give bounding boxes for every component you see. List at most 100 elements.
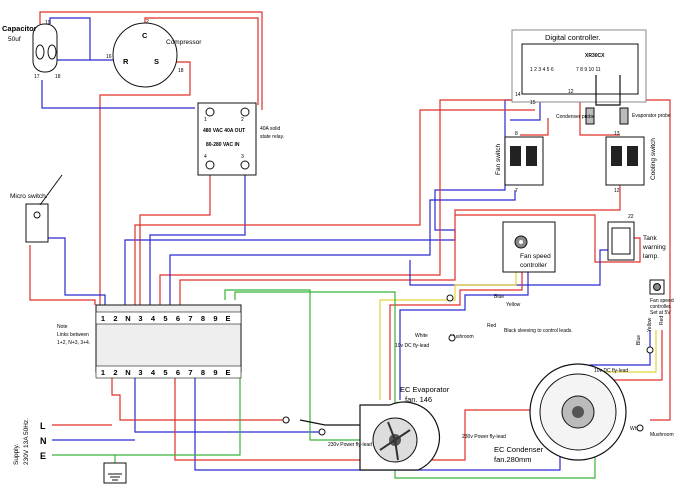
fan-speed-label1: Fan speed [520,253,551,260]
supply-l: L [40,421,46,431]
controller-pins: 1 2 3 4 5 6 [530,67,554,73]
evap-title2: fan. 146 [405,395,432,404]
wire-capacitor-to-top [39,11,263,110]
fan-switch-label: Fan switch [495,144,502,175]
evap-flylead: 230v Power fly-lead [328,442,372,448]
cond-blue: Blue [636,335,642,345]
fan-speed-small-label3: Set at 5V [650,310,671,316]
terminal-label: 9 [213,368,217,377]
wire-s-red [99,61,191,305]
digital-controller: Digital controller. XR30CX 1 2 3 4 5 6 7… [511,29,671,125]
terminal-label: 1 [101,368,105,377]
wire-controller-red [159,99,520,305]
capacitor-t1: 19 [45,20,51,26]
condenser-probe-label: Condenser probe [556,114,595,120]
evap-title1: EC Evaporator [400,385,450,394]
ssr-n3: 3 [241,154,244,160]
compressor-title: Compressor [166,39,202,46]
fan-switch-n7: 7 [515,188,518,194]
wire-ssr-3 [139,175,211,305]
ssr-line1: 480 VAC 40A OUT [203,128,245,134]
evap-white: White [415,333,428,339]
tank-lamp-label2: warning [642,244,666,251]
wire-ssr-4 [149,172,246,305]
supply-n: N [40,436,47,446]
fan-speed-small-label2: controller. [650,304,672,310]
evap-dc: 10v DC fly-lead [395,343,429,349]
wire-cap-bottom [41,80,195,109]
terminal-label: N [125,314,130,323]
wire-cap-to-r [51,59,120,62]
cond-yellow: Yellow [647,317,653,332]
wire-micro-blue [48,237,106,305]
tank-lamp-label1: Tank [643,235,657,242]
controller-title: Digital controller. [545,33,600,42]
note-line3: 1+2, N+3, 3+4. [57,340,90,346]
cooling-switch-n13: 13 [614,131,620,137]
wire-blue-controller [124,99,518,305]
evap-red: Red [487,323,496,329]
cond-white: White [630,426,643,432]
wire-tank-lamp [455,214,641,263]
wire-compressor-c [144,17,259,105]
wire-tank-lamp-blue [409,249,608,286]
wire-cond-earth [234,291,596,479]
terminal-label: E [225,314,230,323]
wire-evap-earth [224,289,360,441]
ec-condenser-fan: EC Condenser fan.280mm 230v Power fly-le… [462,316,674,464]
wire-cond-red [174,372,530,461]
micro-switch-label: Micro switch. [10,193,48,200]
fan-speed-label2: controller [520,262,548,269]
wire-cool-switch-top [579,100,620,136]
ssr-line2: 80-280 VAC IN [206,142,240,148]
cond-dc: 10v DC fly-lead [594,368,628,374]
cond-mushroom: Mushroom [650,432,674,438]
tank-lamp-n22: 22 [628,214,634,220]
compressor-n-c: 2 [146,19,149,25]
fan-speed-controller-small: Fan speed controller. Set at 5V [649,279,674,316]
wire-fsc-blue [399,262,529,400]
terminal-label: 3 [138,368,142,377]
supply: Supply. 230V 13A 50Hz. L N E [13,418,127,484]
wire-red-controller [134,109,535,305]
compressor-n-r: 16 [106,54,112,60]
note-line1: Note [57,324,68,330]
wire-cool-switch-bottom [179,185,621,305]
supply-label2: 230V 13A 50Hz. [23,418,30,465]
cooling-switch: Cooling switch 13 12 [605,131,657,194]
ssr-note1: 40A solid [260,126,281,132]
earth-box [103,462,127,484]
solid-state-relay: 1 2 4 3 480 VAC 40A OUT 80-280 VAC IN 40… [197,102,284,176]
wire-evap-black [299,419,365,426]
evap-black-note: Black sleeving to control leads. [504,328,573,334]
fan-speed-small-label1: Fan speed [650,298,674,304]
wire-evap-red [111,372,290,421]
terminal-label: 8 [201,368,205,377]
terminal-label: E [225,368,230,377]
fan-speed-controller: Fan speed controller [502,221,556,273]
terminal-label: 4 [151,314,156,323]
capacitor-value: 50uf [8,36,21,43]
cooling-switch-label: Cooling switch [650,138,657,180]
terminal-label: 6 [176,368,180,377]
fan-switch-n8: 8 [515,131,518,137]
terminal-label: 7 [188,368,192,377]
wire-cap-blue [49,17,91,60]
wire-right-red [636,99,671,421]
supply-label1: Supply. [13,444,20,465]
terminal-label: 3 [138,314,142,323]
terminal-label: 8 [201,314,205,323]
compressor-n-s: 18 [178,68,184,74]
micro-switch: Micro switch. [10,174,63,243]
capacitor-title: Capacitor [2,24,37,33]
terminal-label: 1 [101,314,105,323]
terminal-label: N [125,368,130,377]
tank-lamp-label3: lamp. [643,253,659,260]
probe-wire [595,75,621,106]
controller-w12: 12 [568,89,574,95]
connectors [282,294,654,436]
evap-yellow: Yellow [506,302,521,308]
